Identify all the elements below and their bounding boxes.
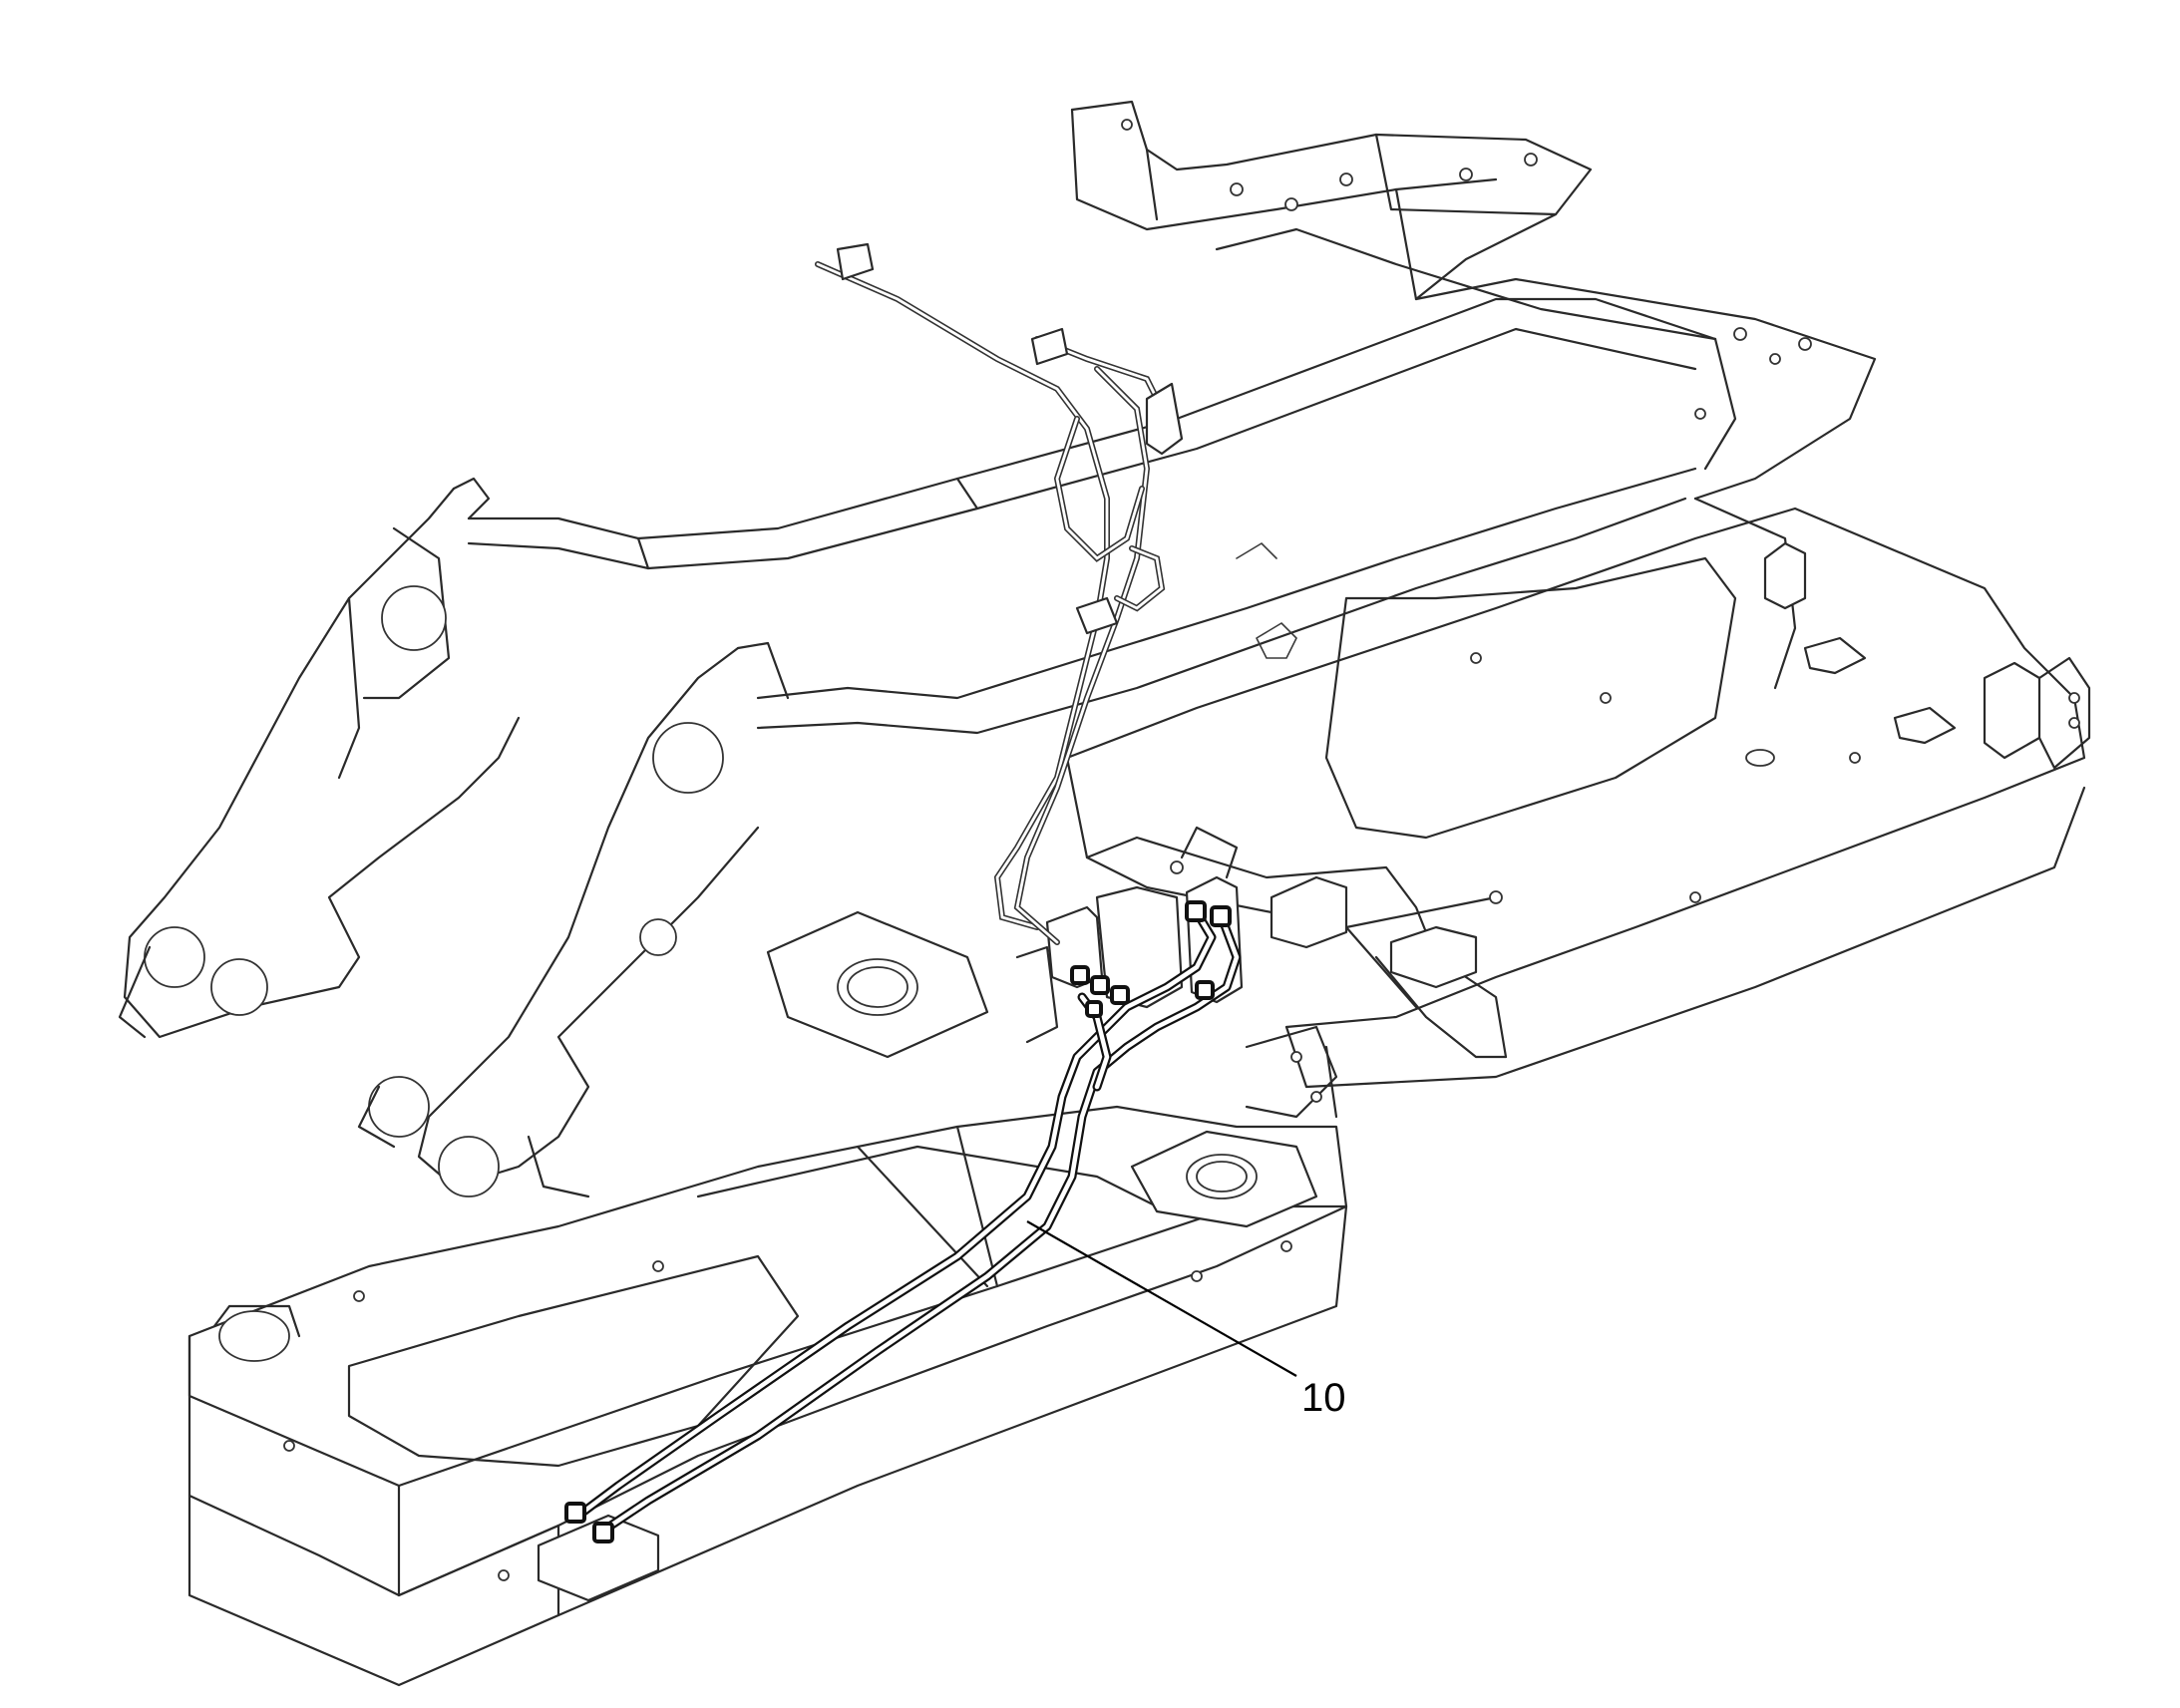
swing-bearing-pads <box>537 910 1318 1602</box>
right-lower-frame <box>1065 497 2091 1089</box>
control-valve-block <box>1015 875 1338 1119</box>
center-side-plate <box>357 641 790 1198</box>
hose-assembly <box>564 900 1242 1543</box>
rear-upper-frame <box>1070 100 1877 501</box>
pilot-wire-harness <box>815 242 1297 945</box>
left-side-plate <box>118 477 521 1039</box>
upper-frame-arch <box>467 297 1717 735</box>
callout-label-10: 10 <box>1301 1376 1346 1420</box>
right-box-frame <box>1085 826 1508 1059</box>
callout-leader-line <box>1026 1220 1297 1377</box>
